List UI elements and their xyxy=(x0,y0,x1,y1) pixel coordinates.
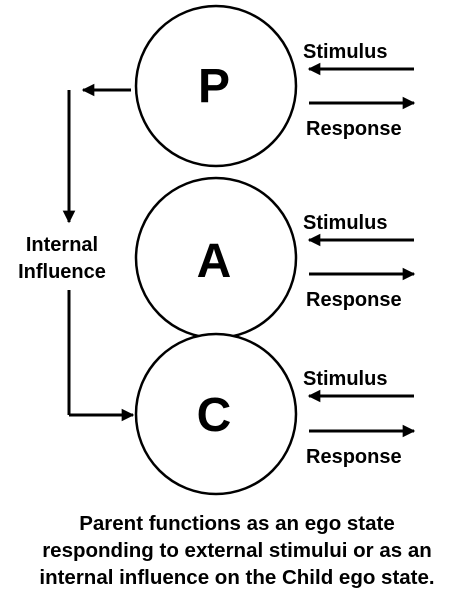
internal-influence-label-line1: Internal xyxy=(26,234,98,256)
child-circle xyxy=(134,332,298,496)
adult-stimulus-label: Stimulus xyxy=(303,212,387,234)
adult-response-label: Response xyxy=(306,289,402,311)
parent-circle xyxy=(134,4,298,168)
adult-letter: A xyxy=(197,235,232,288)
caption-line: responding to external stimului or as an xyxy=(42,539,432,562)
parent-letter: P xyxy=(198,60,230,113)
parent-stimulus-label: Stimulus xyxy=(303,41,387,63)
child-response-label: Response xyxy=(306,446,402,468)
diagram-caption: Parent functions as an ego state respond… xyxy=(0,510,474,591)
internal-influence-label-line2: Influence xyxy=(18,261,106,283)
child-letter: C xyxy=(197,389,232,442)
child-stimulus-label: Stimulus xyxy=(303,368,387,390)
caption-line: Parent functions as an ego state xyxy=(79,512,395,535)
caption-line: internal influence on the Child ego stat… xyxy=(39,566,435,589)
parent-response-label: Response xyxy=(306,118,402,140)
